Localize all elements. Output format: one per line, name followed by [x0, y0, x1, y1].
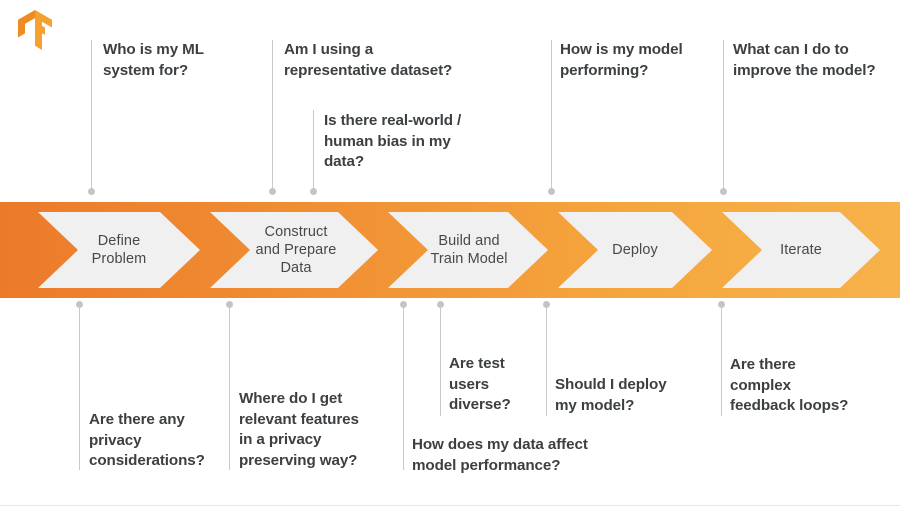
connector-dot — [309, 188, 317, 195]
chevron-construct-prepare-data — [210, 212, 378, 288]
annotation-text: Where do I get relevant features in a pr… — [239, 390, 359, 469]
connector-dot — [547, 188, 555, 195]
annotation-text: Are there any privacy considerations? — [89, 411, 205, 469]
annotation-text: Who is my ML system for? — [103, 41, 204, 79]
chevron-iterate — [722, 212, 880, 288]
connector-dot — [268, 188, 276, 195]
tensorflow-logo — [18, 10, 52, 50]
connector-dot — [543, 301, 550, 308]
connector-dot — [87, 188, 95, 195]
annotation-text: Am I using a representative dataset? — [284, 41, 453, 79]
chevron-define-problem — [38, 212, 200, 288]
connector-dot — [226, 301, 233, 308]
connector-line — [313, 110, 315, 190]
connector-line — [723, 40, 725, 190]
connector-line — [272, 40, 274, 190]
annotation-text: Should I deploy my model? — [555, 376, 667, 414]
ml-lifecycle-process-bar: Define Problem Construct and Prepare Dat… — [0, 202, 900, 298]
connector-dot — [76, 301, 83, 308]
connector-line — [546, 306, 548, 416]
connector-dot — [437, 301, 444, 308]
annotation-text: Are there complex feedback loops? — [730, 356, 849, 414]
connector-dot — [719, 188, 727, 195]
chevron-build-train-model — [388, 212, 548, 288]
connector-dot — [718, 301, 725, 308]
annotation-text: What can I do to improve the model? — [733, 41, 876, 79]
annotation-text: How is my model performing? — [560, 41, 683, 79]
chevron-deploy — [558, 212, 712, 288]
connector-line — [79, 306, 81, 470]
connector-line — [551, 40, 553, 190]
connector-line — [229, 306, 231, 470]
connector-dot — [400, 301, 407, 308]
annotation-text: Is there real-world / human bias in my d… — [324, 112, 462, 170]
connector-line — [721, 306, 723, 416]
annotation-text: Are test users diverse? — [449, 355, 511, 413]
connector-line — [91, 40, 93, 190]
annotation-text: How does my data affect model performanc… — [412, 436, 588, 474]
connector-line — [440, 306, 442, 416]
chevron-shapes — [38, 212, 880, 288]
connector-line — [403, 306, 405, 470]
